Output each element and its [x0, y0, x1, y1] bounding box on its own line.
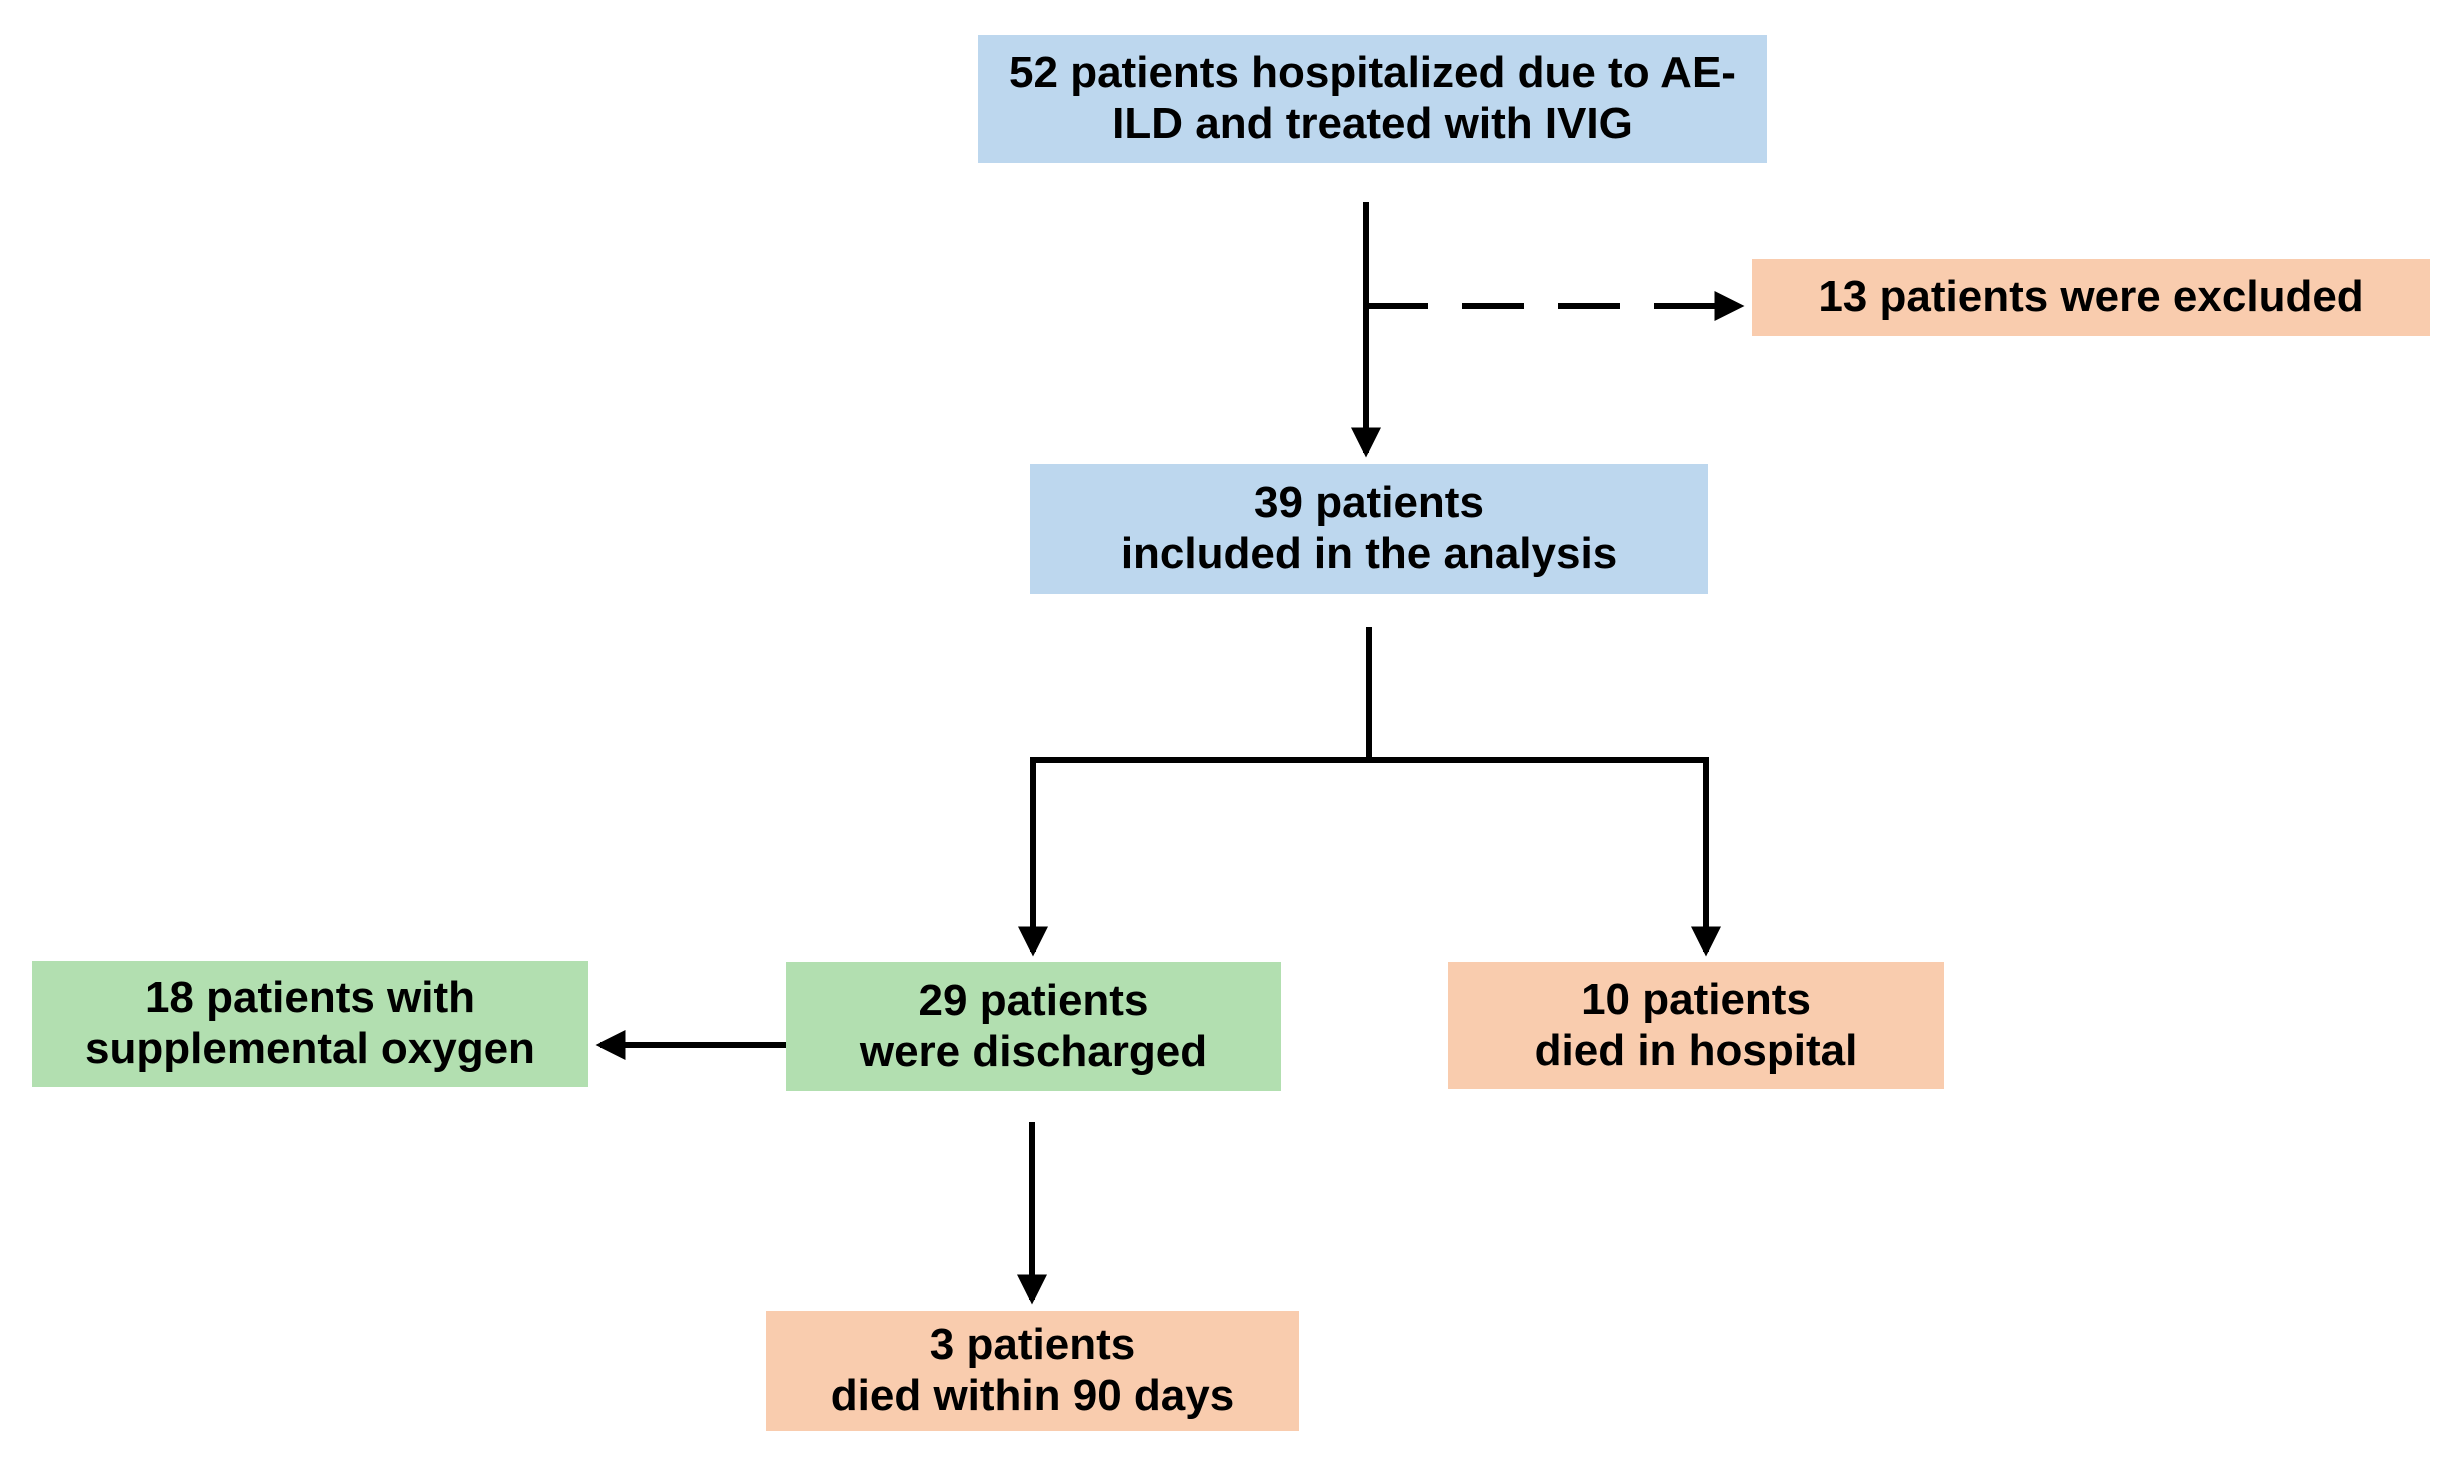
node-excluded: 13 patients were excluded [1752, 259, 2430, 336]
node-died-hospital: 10 patients died in hospital [1448, 962, 1944, 1089]
node-discharged: 29 patients were discharged [786, 962, 1281, 1091]
node-supplemental-oxygen: 18 patients with supplemental oxygen [32, 961, 588, 1087]
node-enrolled: 52 patients hospitalized due to AE- ILD … [978, 35, 1767, 163]
node-analyzed: 39 patients included in the analysis [1030, 464, 1708, 594]
node-died-90-days: 3 patients died within 90 days [766, 1311, 1299, 1431]
